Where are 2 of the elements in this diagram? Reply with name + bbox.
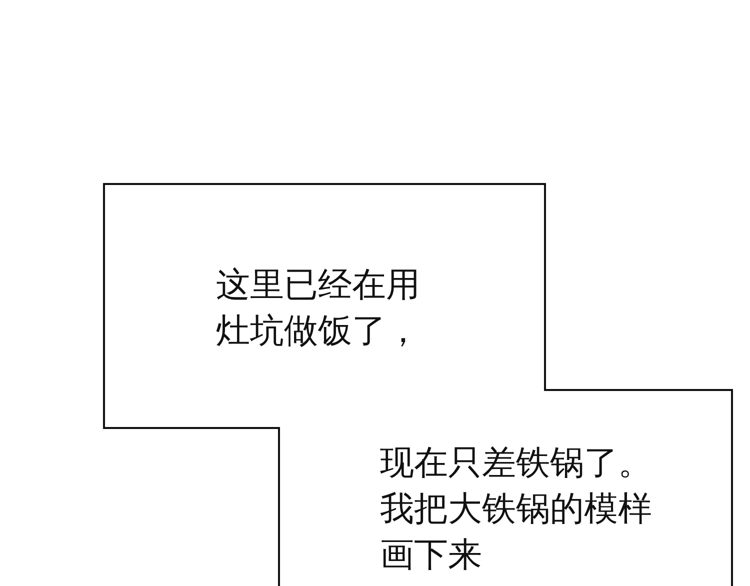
caption-text: 这里已经在用灶坑做饭了，: [216, 264, 421, 353]
caption-text: 现在只差铁锅了。我把大铁锅的模样画下来: [380, 442, 653, 577]
